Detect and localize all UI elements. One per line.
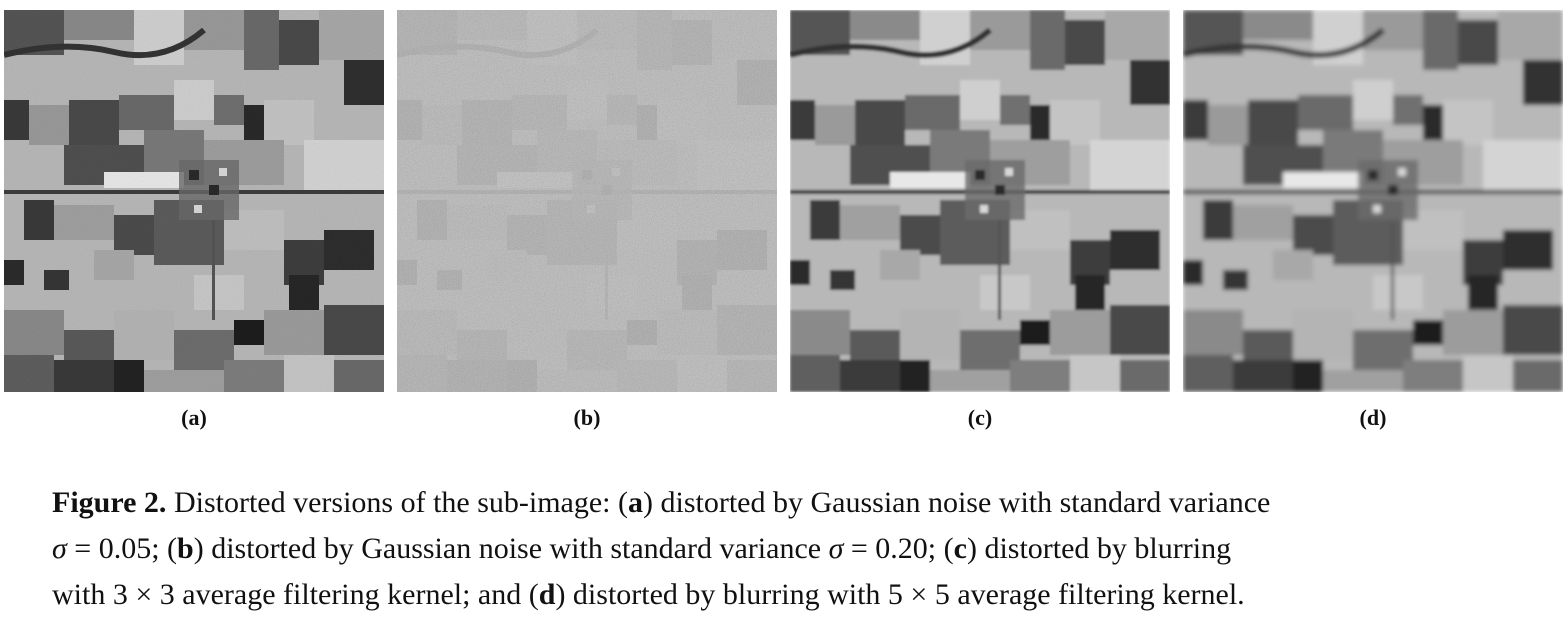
caption-line-2: σ = 0.05; (b) distorted by Gaussian nois… (52, 526, 1532, 572)
panel-c-svg (790, 10, 1170, 392)
panel-d-image (1183, 10, 1563, 392)
figure-label: Figure 2. (52, 486, 167, 519)
figure-caption: Figure 2. Distorted versions of the sub-… (52, 480, 1532, 618)
caption-text-2b: ) distorted by Gaussian noise with stand… (193, 532, 829, 565)
panel-d-svg (1183, 10, 1563, 392)
panel-b-image (397, 10, 777, 392)
caption-ref-d: d (538, 578, 556, 611)
panel-b-svg (397, 10, 777, 392)
panel-d-label: (d) (1359, 405, 1387, 430)
caption-ref-a: a (628, 486, 644, 519)
panel-a-image (4, 10, 384, 392)
panel-c-image (790, 10, 1170, 392)
caption-text-3b: ) distorted by blurring with 5 × 5 avera… (555, 578, 1245, 611)
caption-text-1b: ) distorted by Gaussian noise with stand… (643, 486, 1271, 519)
panel-a-label: (a) (181, 405, 207, 430)
panel-b-label: (b) (573, 405, 601, 430)
caption-text-2d: ) distorted by blurring (966, 532, 1232, 565)
caption-text-3a: with 3 × 3 average filtering kernel; and… (52, 578, 539, 611)
sigma-symbol-1: σ (52, 532, 67, 565)
caption-line-1: Figure 2. Distorted versions of the sub-… (52, 480, 1532, 526)
panel-c-label: (c) (967, 405, 993, 430)
caption-ref-c: c (953, 532, 967, 565)
caption-line-3: with 3 × 3 average filtering kernel; and… (52, 572, 1532, 618)
caption-text-2c: = 0.20; ( (843, 532, 954, 565)
caption-ref-b: b (177, 532, 194, 565)
caption-text-1a: Distorted versions of the sub-image: ( (166, 486, 629, 519)
sigma-symbol-2: σ (828, 532, 844, 565)
caption-text-2a: = 0.05; ( (66, 532, 178, 565)
panel-a-svg (4, 10, 384, 392)
